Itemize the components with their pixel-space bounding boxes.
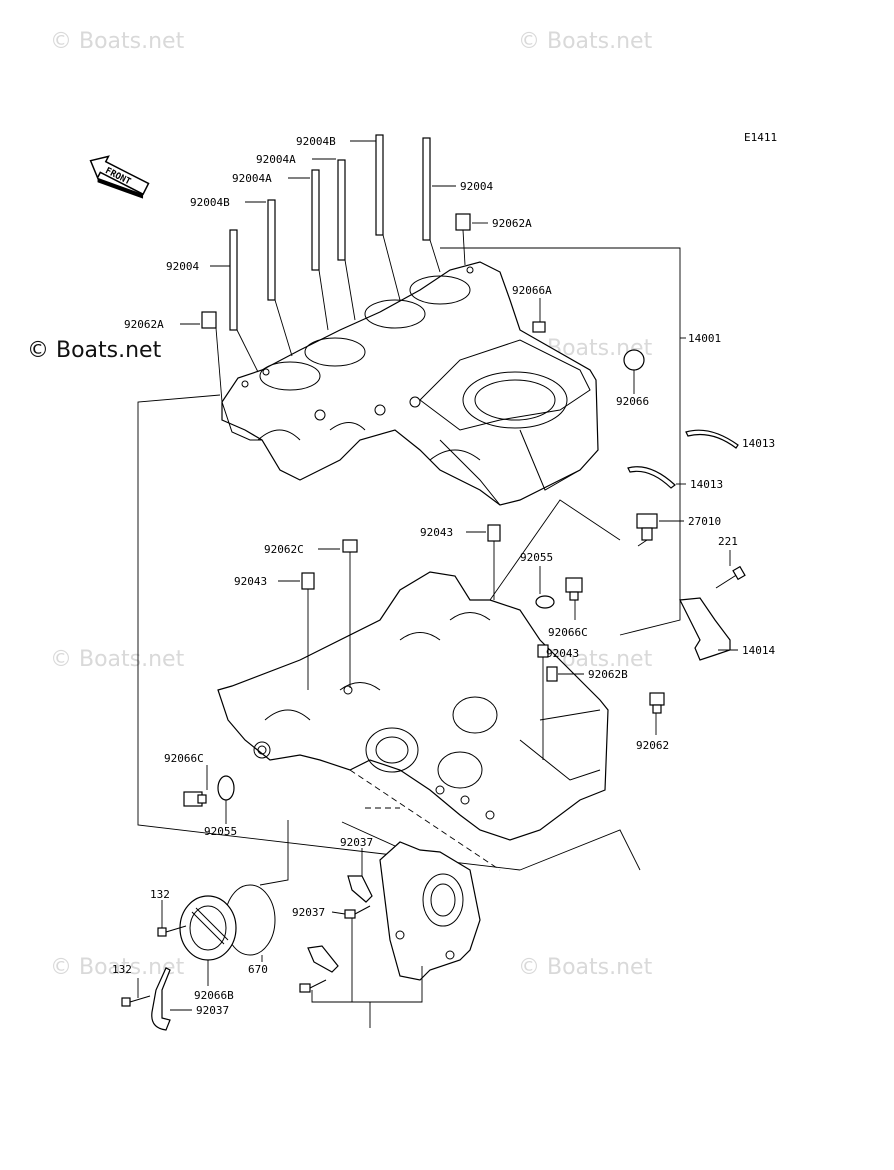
drain-plug	[183, 791, 207, 807]
cylinder-studs	[229, 134, 431, 331]
part-label: 132	[150, 888, 170, 901]
half-ring	[685, 429, 739, 449]
part-label: 92043	[546, 647, 579, 660]
part-label: 92062A	[492, 217, 532, 230]
part-label: 92062	[636, 739, 669, 752]
part-label: 92066A	[512, 284, 552, 297]
upper-crankcase	[221, 261, 599, 506]
part-label: 92055	[520, 551, 553, 564]
part-label: 221	[718, 535, 738, 548]
plug	[532, 321, 546, 333]
o-ring	[535, 595, 555, 609]
part-label: 92066C	[548, 626, 588, 639]
oil-pressure-switch	[636, 513, 658, 547]
part-label: 92037	[196, 1004, 229, 1017]
clamp	[299, 945, 339, 993]
watermark: © Boats.net	[518, 29, 653, 54]
dowel-pin	[455, 213, 471, 231]
part-label: 92055	[204, 825, 237, 838]
plug-ball	[623, 349, 645, 371]
part-label: 92043	[420, 526, 453, 539]
part-label: 14013	[742, 437, 775, 450]
watermark-main: © Boats.net	[27, 338, 162, 363]
part-label: 92004	[460, 180, 493, 193]
part-label: 92062C	[264, 543, 304, 556]
part-label: 92004	[166, 260, 199, 273]
dowel-pin	[201, 311, 217, 329]
watermark: © Boats.net	[50, 647, 185, 672]
part-label: 92066B	[194, 989, 234, 1002]
half-ring	[627, 466, 676, 489]
bracket-plate	[679, 597, 731, 661]
part-label: 14013	[690, 478, 723, 491]
part-label: 92062A	[124, 318, 164, 331]
dowel-pin	[546, 666, 558, 682]
part-label: 92004B	[296, 135, 336, 148]
engine-cover	[379, 841, 481, 981]
front-arrow-icon: FRONT	[89, 155, 150, 199]
dowel-pin	[301, 572, 315, 590]
part-label: 92004A	[256, 153, 296, 166]
round-cover	[179, 895, 237, 961]
bolt	[715, 565, 746, 589]
part-label: 670	[248, 963, 268, 976]
part-label: 92037	[340, 836, 373, 849]
diagram-code: E1411	[744, 131, 777, 144]
part-label: 14001	[688, 332, 721, 345]
watermark: © Boats.net	[518, 955, 653, 980]
part-label: 27010	[688, 515, 721, 528]
clamp	[344, 875, 373, 919]
part-label: 92066	[616, 395, 649, 408]
part-label: 92066C	[164, 752, 204, 765]
drain-plug	[565, 577, 583, 601]
watermark: © Boats.net	[50, 29, 185, 54]
plug-cap	[342, 539, 358, 553]
clamp	[151, 967, 171, 1031]
part-label: 132	[112, 963, 132, 976]
part-label: 92004A	[232, 172, 272, 185]
part-label: 14014	[742, 644, 775, 657]
dowel-pin	[487, 524, 501, 542]
part-label: 92037	[292, 906, 325, 919]
lower-crankcase	[217, 571, 609, 841]
plug	[649, 692, 665, 714]
part-label: 92004B	[190, 196, 230, 209]
bolt	[121, 995, 151, 1007]
part-label: 92062B	[588, 668, 628, 681]
o-ring	[217, 775, 235, 801]
part-label: 92043	[234, 575, 267, 588]
leader-lines	[137, 140, 738, 1011]
